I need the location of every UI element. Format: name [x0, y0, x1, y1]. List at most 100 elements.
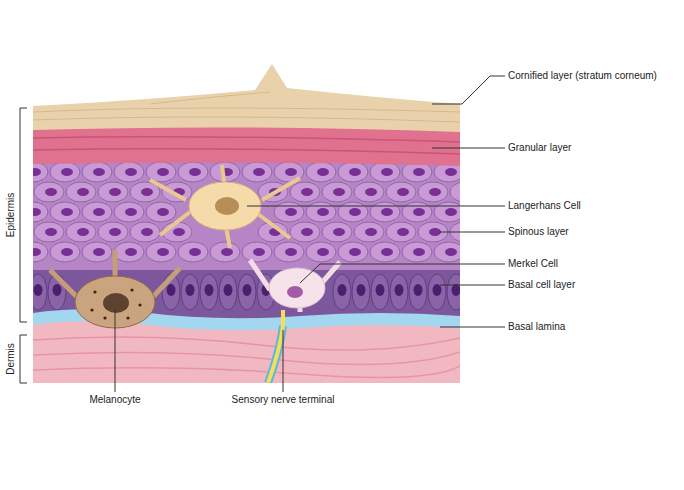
- basal-cell: [371, 274, 389, 310]
- cell-nucleus: [365, 188, 377, 196]
- merkel-processes: [250, 260, 340, 312]
- spinous-cell: [82, 242, 112, 262]
- basal-cell: [333, 274, 351, 310]
- spinous-cell: [370, 242, 400, 262]
- cell-nucleus: [349, 248, 361, 256]
- spinous-cell: [130, 222, 160, 242]
- melanocyte-nucleus: [103, 293, 129, 313]
- spinous-cell: [274, 242, 304, 262]
- cell-nucleus: [33, 248, 41, 256]
- cell-nucleus: [243, 284, 252, 296]
- spinous-cell: [98, 182, 128, 202]
- spinous-cell: [34, 182, 64, 202]
- cell-nucleus: [125, 248, 137, 256]
- cell-nucleus: [34, 284, 43, 296]
- spinous-cell: [210, 242, 240, 262]
- cell-nucleus: [349, 208, 361, 216]
- spinous-cell: [290, 182, 320, 202]
- cell-nucleus: [61, 168, 73, 176]
- layer-label: Granular layer: [508, 142, 571, 154]
- cell-nucleus: [333, 188, 345, 196]
- basal-cell: [352, 274, 370, 310]
- cell-nucleus: [317, 168, 329, 176]
- spinous-cell: [66, 182, 96, 202]
- structure-label: Sensory nerve terminal: [230, 394, 337, 406]
- cell-nucleus: [45, 188, 57, 196]
- spinous-cell: [33, 162, 48, 182]
- cell-nucleus: [285, 208, 297, 216]
- cell-nucleus: [253, 168, 265, 176]
- sensory-nerve: [268, 310, 283, 383]
- cell-nucleus: [413, 208, 425, 216]
- layer-label: Cornified layer (stratum corneum): [508, 70, 657, 82]
- brackets: [20, 108, 27, 383]
- spinous-cell: [402, 242, 432, 262]
- layer-label: Basal lamina: [508, 321, 565, 333]
- cell-nucleus: [167, 284, 176, 296]
- cell-nucleus: [93, 168, 105, 176]
- cell-nucleus: [414, 284, 423, 296]
- spinous-cell: [114, 162, 144, 182]
- cell-nucleus: [93, 248, 105, 256]
- spinous-cell: [33, 242, 48, 262]
- spinous-cell: [434, 202, 460, 222]
- region-label: Epidermis: [5, 191, 17, 239]
- cell-nucleus: [77, 228, 89, 236]
- cell-nucleus: [333, 228, 345, 236]
- cell-nucleus: [125, 208, 137, 216]
- spinous-layer: [33, 160, 460, 270]
- cell-nucleus: [157, 248, 169, 256]
- cell-nucleus: [413, 168, 425, 176]
- cell-nucleus: [125, 168, 137, 176]
- cell-nucleus: [141, 188, 153, 196]
- merkel-nucleus: [287, 286, 303, 298]
- langerhans-nucleus: [215, 197, 239, 215]
- cell-nucleus: [317, 248, 329, 256]
- spinous-cell: [338, 202, 368, 222]
- basal-cell: [428, 274, 446, 310]
- cell-nucleus: [285, 248, 297, 256]
- cornified-streaks: [33, 92, 460, 122]
- dermis-fibres: [33, 337, 460, 378]
- cell-nucleus: [452, 284, 461, 296]
- cell-nucleus: [445, 208, 457, 216]
- basal-cell: [181, 274, 199, 310]
- cell-nucleus: [317, 208, 329, 216]
- spinous-cell: [114, 242, 144, 262]
- cell-nucleus: [157, 168, 169, 176]
- cell-nucleus: [365, 228, 377, 236]
- basal-cell: [409, 274, 427, 310]
- cell-nucleus: [349, 168, 361, 176]
- spinous-cell: [450, 182, 460, 202]
- spinous-cell: [178, 162, 208, 182]
- spinous-cell: [354, 222, 384, 242]
- cell-label: Merkel Cell: [508, 258, 558, 270]
- cell-nucleus: [205, 284, 214, 296]
- cell-nucleus: [224, 284, 233, 296]
- spinous-cell: [178, 242, 208, 262]
- cell-nucleus: [397, 228, 409, 236]
- spinous-cell: [82, 162, 112, 182]
- spinous-cell: [66, 222, 96, 242]
- spinous-cell: [274, 202, 304, 222]
- spinous-cell: [402, 202, 432, 222]
- basal-cell: [33, 274, 47, 310]
- cell-nucleus: [397, 188, 409, 196]
- spinous-cell: [146, 162, 176, 182]
- cell-nucleus: [61, 248, 73, 256]
- spinous-cell: [306, 162, 336, 182]
- spinous-cell: [386, 222, 416, 242]
- spinous-cell: [98, 222, 128, 242]
- spinous-cell: [306, 202, 336, 222]
- spinous-cell: [338, 162, 368, 182]
- cell-nucleus: [429, 188, 441, 196]
- spinous-cell: [82, 202, 112, 222]
- cell-nucleus: [189, 248, 201, 256]
- spinous-cell: [418, 182, 448, 202]
- cell-nucleus: [93, 208, 105, 216]
- cell-nucleus: [157, 208, 169, 216]
- cell-nucleus: [186, 284, 195, 296]
- cell-nucleus: [395, 284, 404, 296]
- leader-lines: [115, 76, 505, 392]
- spinous-cell: [322, 222, 352, 242]
